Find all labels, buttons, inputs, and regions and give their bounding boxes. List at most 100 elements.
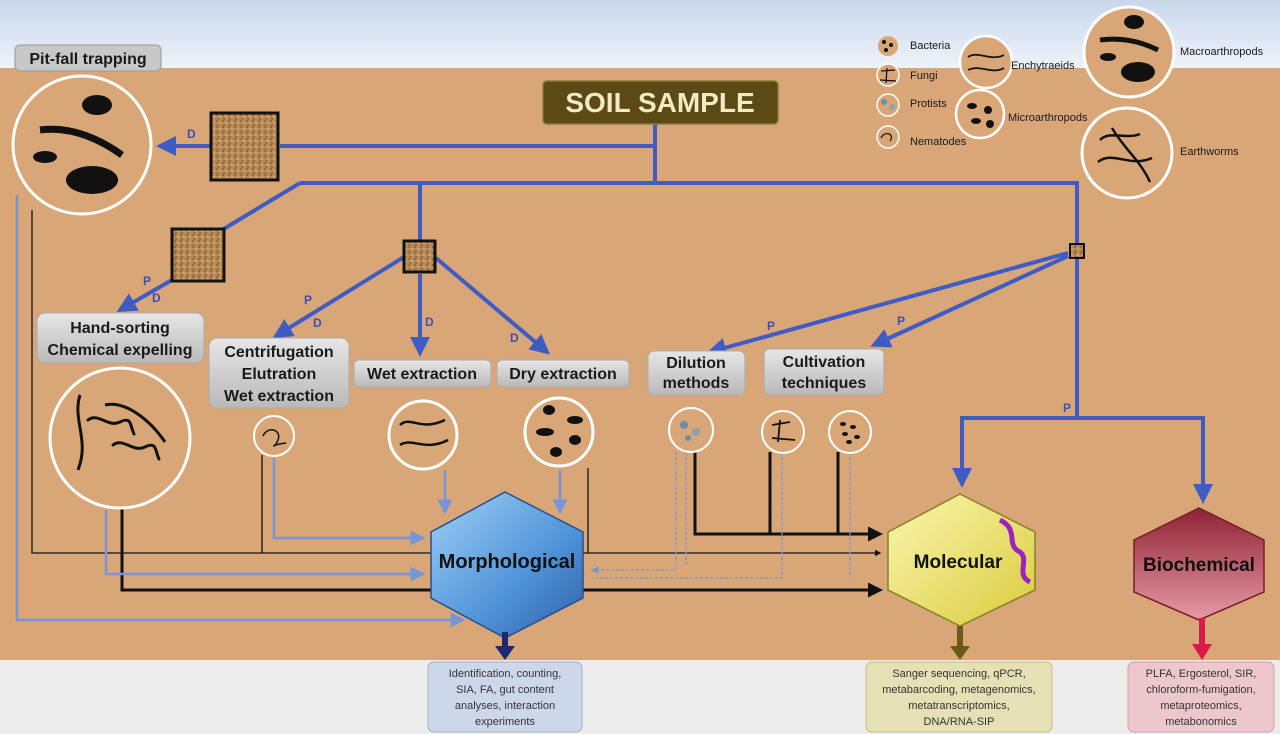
protist-icon xyxy=(692,428,700,436)
mite-icon xyxy=(550,447,562,457)
svg-text:PLFA, Ergosterol, SIR,: PLFA, Ergosterol, SIR, xyxy=(1146,668,1257,680)
protist-icon xyxy=(881,99,887,105)
svg-text:Earthworms: Earthworms xyxy=(1180,146,1239,158)
soil-sample-title: SOIL SAMPLE xyxy=(565,87,754,118)
svg-text:metabarcoding, metagenomics,: metabarcoding, metagenomics, xyxy=(882,684,1035,696)
legend-nematodes: Nematodes xyxy=(876,125,967,149)
bacteria-icon xyxy=(854,435,860,439)
svg-text:metaproteomics,: metaproteomics, xyxy=(1160,700,1241,712)
hand-sorting-box xyxy=(36,312,205,364)
svg-text:analyses, interaction: analyses, interaction xyxy=(455,700,555,712)
svg-text:DNA/RNA-SIP: DNA/RNA-SIP xyxy=(924,716,995,728)
centrifugation-wet-extraction-label: Wet extraction xyxy=(224,388,334,405)
nematode-icon xyxy=(880,132,892,142)
soil-sample-title-box xyxy=(542,80,779,125)
legend-fungi: Fungi xyxy=(876,63,938,87)
path-letter-p: P xyxy=(897,314,905,328)
protist-icon xyxy=(680,421,688,429)
fungi-icon xyxy=(879,67,897,84)
fungi-circle xyxy=(761,410,805,454)
svg-text:Microarthropods: Microarthropods xyxy=(1008,112,1088,124)
legend-earthworms: Earthworms xyxy=(1080,106,1239,200)
path-letter-p: P xyxy=(143,274,151,288)
sample-square-medium xyxy=(170,227,226,283)
mite-icon xyxy=(543,405,555,415)
enchytraeid-icon xyxy=(967,53,1005,59)
beetle-icon xyxy=(66,166,118,194)
molecular-label: Molecular xyxy=(914,552,1003,573)
enchytraeid-icon xyxy=(399,418,446,427)
legend-protists: Protists xyxy=(876,93,947,117)
svg-text:metatranscriptomics,: metatranscriptomics, xyxy=(908,700,1009,712)
bacteria-icon xyxy=(846,440,852,444)
cultivation-label: Cultivation xyxy=(783,354,866,371)
fungi-icon xyxy=(771,419,796,443)
path-letter-p: P xyxy=(304,293,312,307)
legend-enchytraeids: Enchytraeids xyxy=(958,34,1075,90)
pitfall-label: Pit-fall trapping xyxy=(29,51,146,68)
path-letter-d: D xyxy=(152,291,161,305)
path-letter-d: D xyxy=(510,331,519,345)
elutration-label: Elutration xyxy=(242,366,317,383)
svg-text:experiments: experiments xyxy=(475,716,535,728)
svg-text:SIA, FA, gut content: SIA, FA, gut content xyxy=(456,684,554,696)
sky-band xyxy=(0,0,1280,68)
light-flow-lines xyxy=(15,195,568,628)
protist-icon xyxy=(685,435,691,441)
path-letter-d: D xyxy=(187,127,196,141)
pitfall-label-box xyxy=(14,44,162,72)
wet-extraction-box xyxy=(353,359,492,388)
dna-icon xyxy=(998,517,1032,585)
enchytraeid-circle xyxy=(387,399,459,471)
sample-square-tiny xyxy=(1069,243,1085,259)
dilution-box xyxy=(647,350,746,396)
springtail-icon xyxy=(567,416,583,424)
microarthropod-circle xyxy=(523,396,595,468)
sample-square-small xyxy=(402,239,437,274)
techniques-label: techniques xyxy=(782,375,867,392)
biochemical-label: Biochemical xyxy=(1143,555,1255,576)
nematode-circle xyxy=(253,415,295,457)
bottom-band xyxy=(0,660,1280,734)
springtail-icon xyxy=(967,103,977,109)
enchytraeid-icon xyxy=(399,438,449,447)
nematode-icon xyxy=(262,429,287,447)
bacteria-icon xyxy=(850,425,856,429)
earthworm-circle xyxy=(48,366,192,510)
spider-icon xyxy=(82,95,112,115)
bacteria-icon xyxy=(842,432,848,436)
svg-text:chloroform-fumigation,: chloroform-fumigation, xyxy=(1146,684,1255,696)
legend: Bacteria Fungi Protists Nematodes Enchyt… xyxy=(876,5,1264,200)
legend-bacteria: Bacteria xyxy=(878,36,951,56)
svg-text:Identification, counting,: Identification, counting, xyxy=(449,668,562,680)
hand-sorting-label: Hand-sorting xyxy=(70,320,170,337)
wet-extraction-label: Wet extraction xyxy=(367,366,477,383)
thin-black-lines xyxy=(31,210,882,557)
svg-text:metabonomics: metabonomics xyxy=(1165,716,1237,728)
biochemical-description: PLFA, Ergosterol, SIR, chloroform-fumiga… xyxy=(1127,661,1275,733)
dilution-label: Dilution xyxy=(666,355,726,372)
spider-icon xyxy=(1124,15,1144,29)
svg-text:Enchytraeids: Enchytraeids xyxy=(1011,60,1075,72)
svg-text:Nematodes: Nematodes xyxy=(910,136,967,148)
svg-text:Sanger sequencing, qPCR,: Sanger sequencing, qPCR, xyxy=(892,668,1025,680)
centrifugation-box xyxy=(208,337,350,409)
dry-extraction-box xyxy=(496,359,630,388)
molecular-description: Sanger sequencing, qPCR, metabarcoding, … xyxy=(865,661,1053,733)
pitfall-circle xyxy=(11,74,153,216)
path-letter-d: D xyxy=(313,316,322,330)
centrifugation-label: Centrifugation xyxy=(224,344,333,361)
dry-extraction-label: Dry extraction xyxy=(509,366,617,383)
bacteria-icon xyxy=(840,422,846,426)
svg-text:Bacteria: Bacteria xyxy=(910,40,951,52)
ant-icon xyxy=(1100,53,1116,61)
svg-text:Protists: Protists xyxy=(910,98,947,110)
dashed-flow-lines xyxy=(590,452,851,579)
millipede-icon xyxy=(1099,36,1160,53)
methods-label: methods xyxy=(663,375,730,392)
beetle-icon xyxy=(1121,62,1155,82)
millipede-icon xyxy=(39,125,125,158)
black-flow-lines xyxy=(120,452,883,598)
